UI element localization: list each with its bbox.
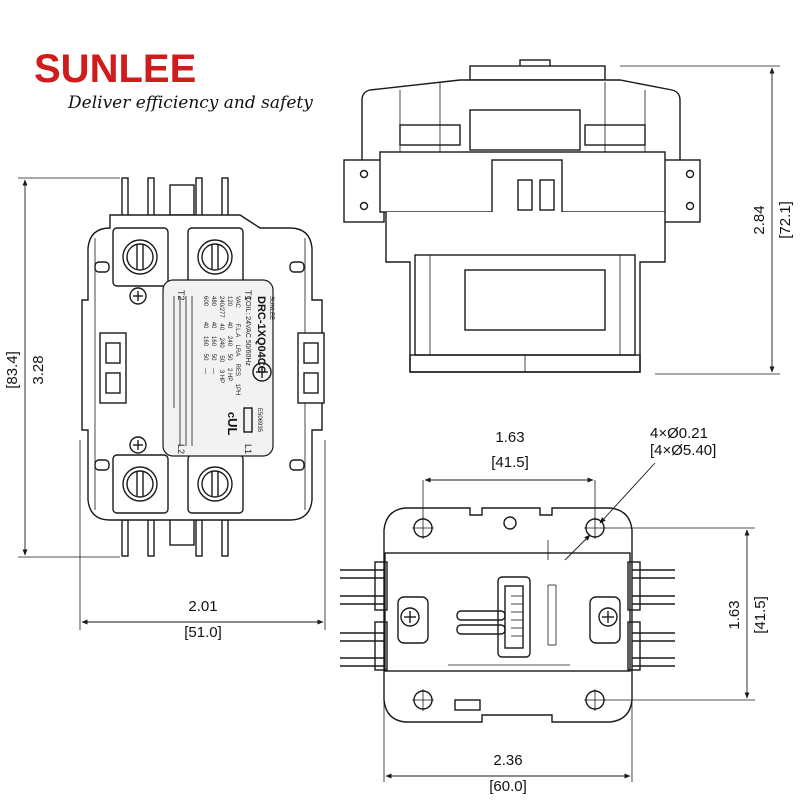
side-top-cap <box>469 65 606 81</box>
brand-name: SUNLEE <box>34 47 196 91</box>
front-bottom-pins <box>121 514 229 557</box>
side-view <box>343 59 701 373</box>
bottom-mounting-holes <box>412 517 606 711</box>
dim-hole-spacing-x-in: 1.63 <box>495 429 524 446</box>
bottom-center-slider <box>497 576 531 658</box>
dim-side-height-in: 2.84 <box>751 205 768 234</box>
dim-front-width-mm: [51.0] <box>184 624 222 641</box>
label-ratings-row: 600 40 160 50 — <box>202 296 208 374</box>
terminal-l2: L2 <box>176 444 186 454</box>
dim-front-width-in: 2.01 <box>188 598 217 615</box>
dim-bottom-width-in: 2.36 <box>493 752 522 769</box>
label-ratings-header: VAC F.L.A LRA RES 1PH <box>234 296 240 395</box>
dim-hole-spacing-x-mm: [41.5] <box>491 454 529 471</box>
side-terminal-left <box>343 159 385 223</box>
label-model: DRC-1XQ04CC <box>255 296 267 374</box>
dim-hole-callout: 4×Ø0.21 [4×Ø5.40] <box>564 425 716 561</box>
dim-front-height-in: 3.28 <box>30 355 47 384</box>
bottom-side-pins <box>340 569 675 667</box>
dim-hole-callout-mm: [4×Ø5.40] <box>650 442 716 459</box>
dim-front-height-mm: [83.4] <box>4 351 21 389</box>
side-housing <box>361 79 681 166</box>
side-center-terminal <box>491 159 563 221</box>
brand-tagline: Deliver efficiency and safety <box>67 93 313 113</box>
front-clip-left <box>99 332 127 404</box>
label-coil: COIL: 24VAC 50/60Hz <box>244 296 251 366</box>
dim-side-height-mm: [72.1] <box>777 201 794 239</box>
front-clip-right <box>297 332 325 404</box>
front-label-screws <box>129 287 272 454</box>
bottom-view <box>340 507 675 723</box>
dim-side-height: 2.84 [72.1] <box>620 65 794 375</box>
bottom-inner-plate <box>384 552 631 672</box>
dim-hole-spacing-x: 1.63 [41.5] <box>422 429 596 518</box>
front-label-text: DRC-1XQ04CC COIL: 24VAC 50/60Hz VAC F.L.… <box>173 296 274 446</box>
side-terminal-right <box>659 159 701 223</box>
terminal-l1: L1 <box>243 444 253 454</box>
front-view: DRC-1XQ04CC COIL: 24VAC 50/60Hz VAC F.L.… <box>81 177 325 557</box>
label-ratings-row: 240/277 40 240 50 3 HP <box>218 296 224 383</box>
dim-hole-spacing-y-in: 1.63 <box>726 600 743 629</box>
ul-mark-icon: cUL <box>225 412 240 436</box>
label-ratings-row: 480 40 160 50 — <box>210 296 216 374</box>
dim-front-width: 2.01 [51.0] <box>79 440 326 641</box>
dim-bottom-width: 2.36 [60.0] <box>383 700 633 795</box>
terminal-t1: T1 <box>243 290 253 301</box>
front-label-plate <box>162 279 274 457</box>
dim-hole-spacing-y-mm: [41.5] <box>752 596 769 634</box>
dim-hole-spacing-y: 1.63 [41.5] <box>605 527 769 701</box>
dim-bottom-width-mm: [60.0] <box>489 778 527 795</box>
side-lower-frame <box>385 212 666 373</box>
brand-logo: SUNLEE Deliver efficiency and safety <box>34 47 313 113</box>
front-top-pins <box>121 177 229 217</box>
terminal-t2: T2 <box>176 290 186 301</box>
label-cert-code: E506935 <box>256 408 262 433</box>
dim-front-height: [83.4] 3.28 <box>4 177 120 558</box>
front-terminal-blocks <box>112 227 244 514</box>
label-ratings-row: 120 40 240 50 2 HP <box>226 296 232 381</box>
dim-hole-callout-in: 4×Ø0.21 <box>650 425 708 442</box>
label-brand: SUNLEE <box>268 296 274 320</box>
